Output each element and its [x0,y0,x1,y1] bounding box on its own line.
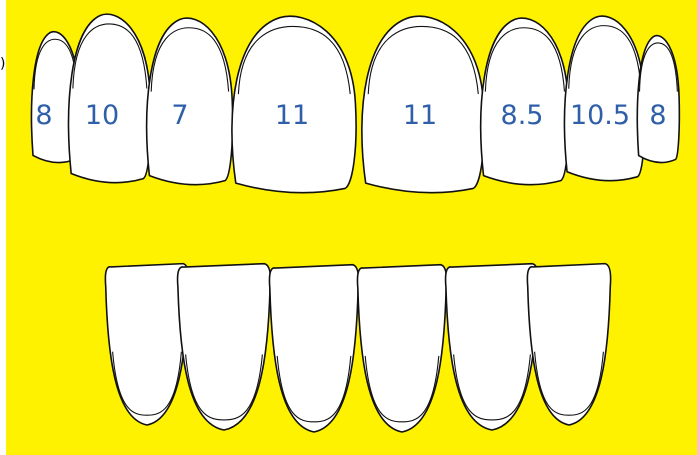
tooth-width-label: 7 [171,100,188,131]
tooth-outline [147,18,233,185]
tooth-width-label: 11 [403,100,437,131]
tooth-width-label: 8 [649,100,666,131]
upper-tooth-3: 7 [147,18,233,185]
tooth-width-label: 11 [275,100,309,131]
upper-tooth-6: 8.5 [481,18,569,185]
upper-tooth-8: 8 [637,36,679,163]
upper-tooth-5: 11 [362,16,484,192]
edge-mark: ) [0,56,5,72]
upper-tooth-2: 10 [69,14,151,183]
upper-tooth-4: 11 [232,16,356,192]
tooth-outline [565,16,645,181]
tooth-width-label: 10 [85,100,119,131]
tooth-outline [69,14,151,183]
tooth-width-label: 8 [35,100,52,131]
upper-tooth-7: 10.5 [565,16,645,181]
tooth-width-label: 10.5 [570,100,630,131]
tooth-width-label: 8.5 [501,100,544,131]
